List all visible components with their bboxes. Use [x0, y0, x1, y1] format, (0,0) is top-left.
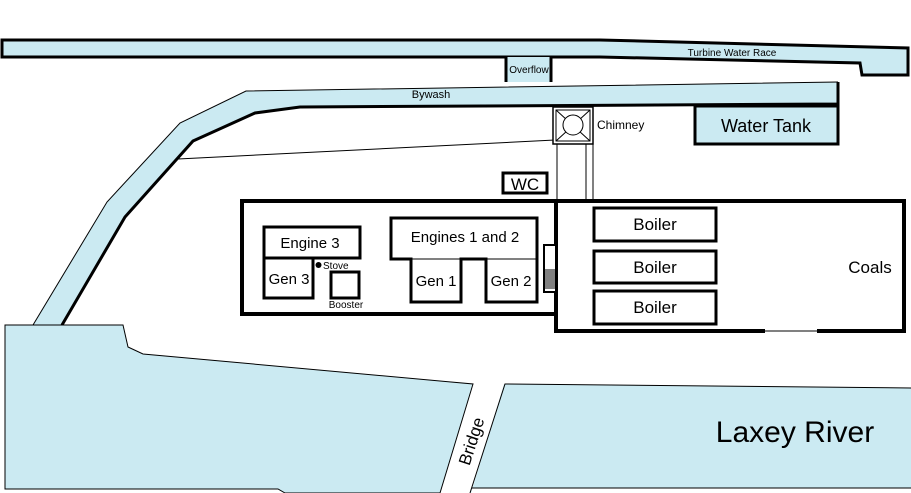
stairs	[543, 244, 557, 293]
turbine-race-label: Turbine Water Race	[688, 48, 777, 59]
chimney-label: Chimney	[597, 118, 644, 132]
boiler-label: Boiler	[633, 258, 677, 277]
stove-label: Stove	[323, 261, 349, 272]
boiler-label: Boiler	[633, 215, 677, 234]
river-label: Laxey River	[716, 416, 874, 449]
stove: Stove	[315, 261, 349, 272]
bywash: Bywash	[32, 81, 840, 326]
boiler-1: Boiler	[592, 206, 718, 243]
boiler-2: Boiler	[592, 249, 718, 285]
bywash-label: Bywash	[412, 89, 451, 101]
booster-label: Booster	[329, 300, 364, 311]
boundary-line	[177, 139, 556, 160]
engine-3-label: Engine 3	[280, 235, 339, 252]
boiler-label: Boiler	[633, 298, 677, 317]
gen-2-label: Gen 2	[491, 273, 532, 290]
gen-1-label: Gen 1	[416, 273, 457, 290]
booster: Booster	[329, 270, 364, 311]
chimney: Chimney	[552, 106, 644, 201]
engine-3: Engine 3	[262, 225, 362, 260]
water-tank: Water Tank	[693, 104, 840, 146]
gen-3: Gen 3	[262, 257, 315, 300]
water-tank-label: Water Tank	[721, 116, 812, 136]
engines-1-and-2: Engines 1 and 2 Gen 1 Gen 2	[389, 216, 539, 304]
turbine-water-race: Turbine Water Race	[0, 38, 910, 77]
overflow: Overflow	[504, 57, 553, 82]
overflow-label: Overflow	[509, 65, 549, 76]
boiler-3: Boiler	[592, 289, 718, 326]
gen-3-label: Gen 3	[269, 271, 310, 288]
wc: WC	[501, 171, 549, 195]
stove-icon	[315, 262, 322, 268]
wc-label: WC	[511, 175, 539, 194]
laxey-river: Laxey River	[4, 324, 911, 493]
coals-label: Coals	[848, 258, 891, 277]
engines-1-2-label: Engines 1 and 2	[411, 229, 519, 246]
